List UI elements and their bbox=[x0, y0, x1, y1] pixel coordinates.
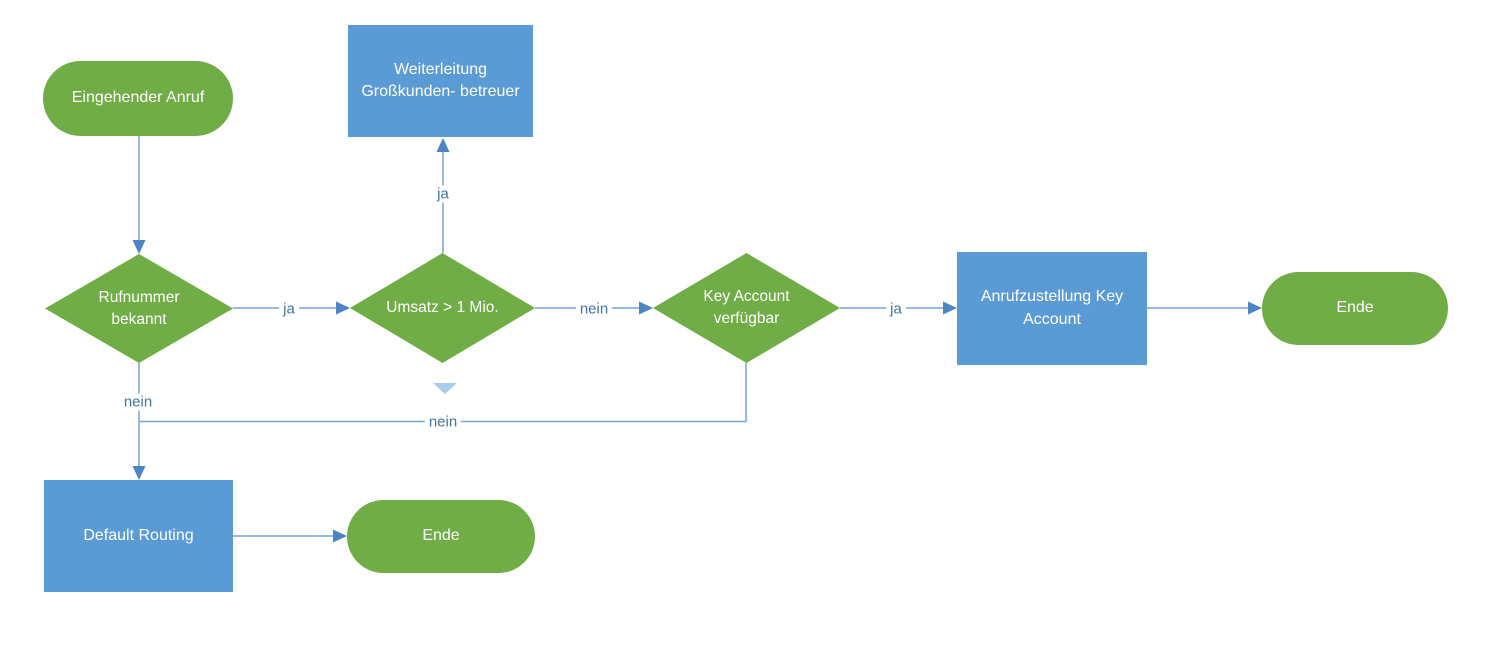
node-process-default-routing[interactable]: Default Routing bbox=[44, 480, 233, 592]
arrowhead-into-ende-right bbox=[1248, 301, 1262, 315]
ghost-arrowhead bbox=[433, 383, 457, 394]
node-label: Default Routing bbox=[83, 526, 194, 544]
node-label: Rufnummer bekannt bbox=[98, 288, 180, 328]
node-end-right[interactable]: Ende bbox=[1262, 272, 1448, 345]
node-process-weiterleitung[interactable]: Weiterleitung Großkunden- betreuer bbox=[348, 25, 533, 137]
node-label: Eingehender Anruf bbox=[71, 89, 205, 107]
edge-label-nein-rufnummer: nein bbox=[119, 393, 157, 411]
connector-key-account-to-default bbox=[139, 363, 747, 423]
node-label: Key Account verfügbar bbox=[703, 288, 790, 327]
edge-label-ja-umsatz: ja bbox=[433, 185, 453, 203]
edge-label-nein-umsatz: nein bbox=[575, 300, 613, 318]
node-end-bottom[interactable]: Ende bbox=[347, 500, 535, 573]
node-label: Weiterleitung Großkunden- betreuer bbox=[361, 60, 520, 100]
arrowhead-into-anrufzustellung bbox=[943, 301, 957, 315]
node-start-eingehender-anruf[interactable]: Eingehender Anruf bbox=[43, 61, 233, 136]
node-label: Anrufzustellung Key Account bbox=[980, 288, 1124, 328]
arrowhead-into-ende-bottom bbox=[333, 529, 347, 543]
arrowhead-into-key-account bbox=[639, 301, 653, 315]
arrowhead-into-default-routing bbox=[132, 466, 146, 480]
node-label: Ende bbox=[1336, 299, 1374, 317]
node-process-anrufzustellung[interactable]: Anrufzustellung Key Account bbox=[957, 252, 1147, 365]
edge-label-nein-key-account: nein bbox=[424, 413, 462, 431]
arrowhead-into-weiterleitung bbox=[436, 138, 450, 152]
arrowhead-into-umsatz bbox=[336, 301, 350, 315]
node-label: Ende bbox=[422, 527, 460, 545]
arrowhead-into-rufnummer bbox=[132, 240, 146, 254]
edge-label-ja-rufnummer: ja bbox=[279, 300, 299, 318]
node-label: Umsatz > 1 Mio. bbox=[386, 299, 499, 317]
edge-label-ja-key-account: ja bbox=[886, 300, 906, 318]
